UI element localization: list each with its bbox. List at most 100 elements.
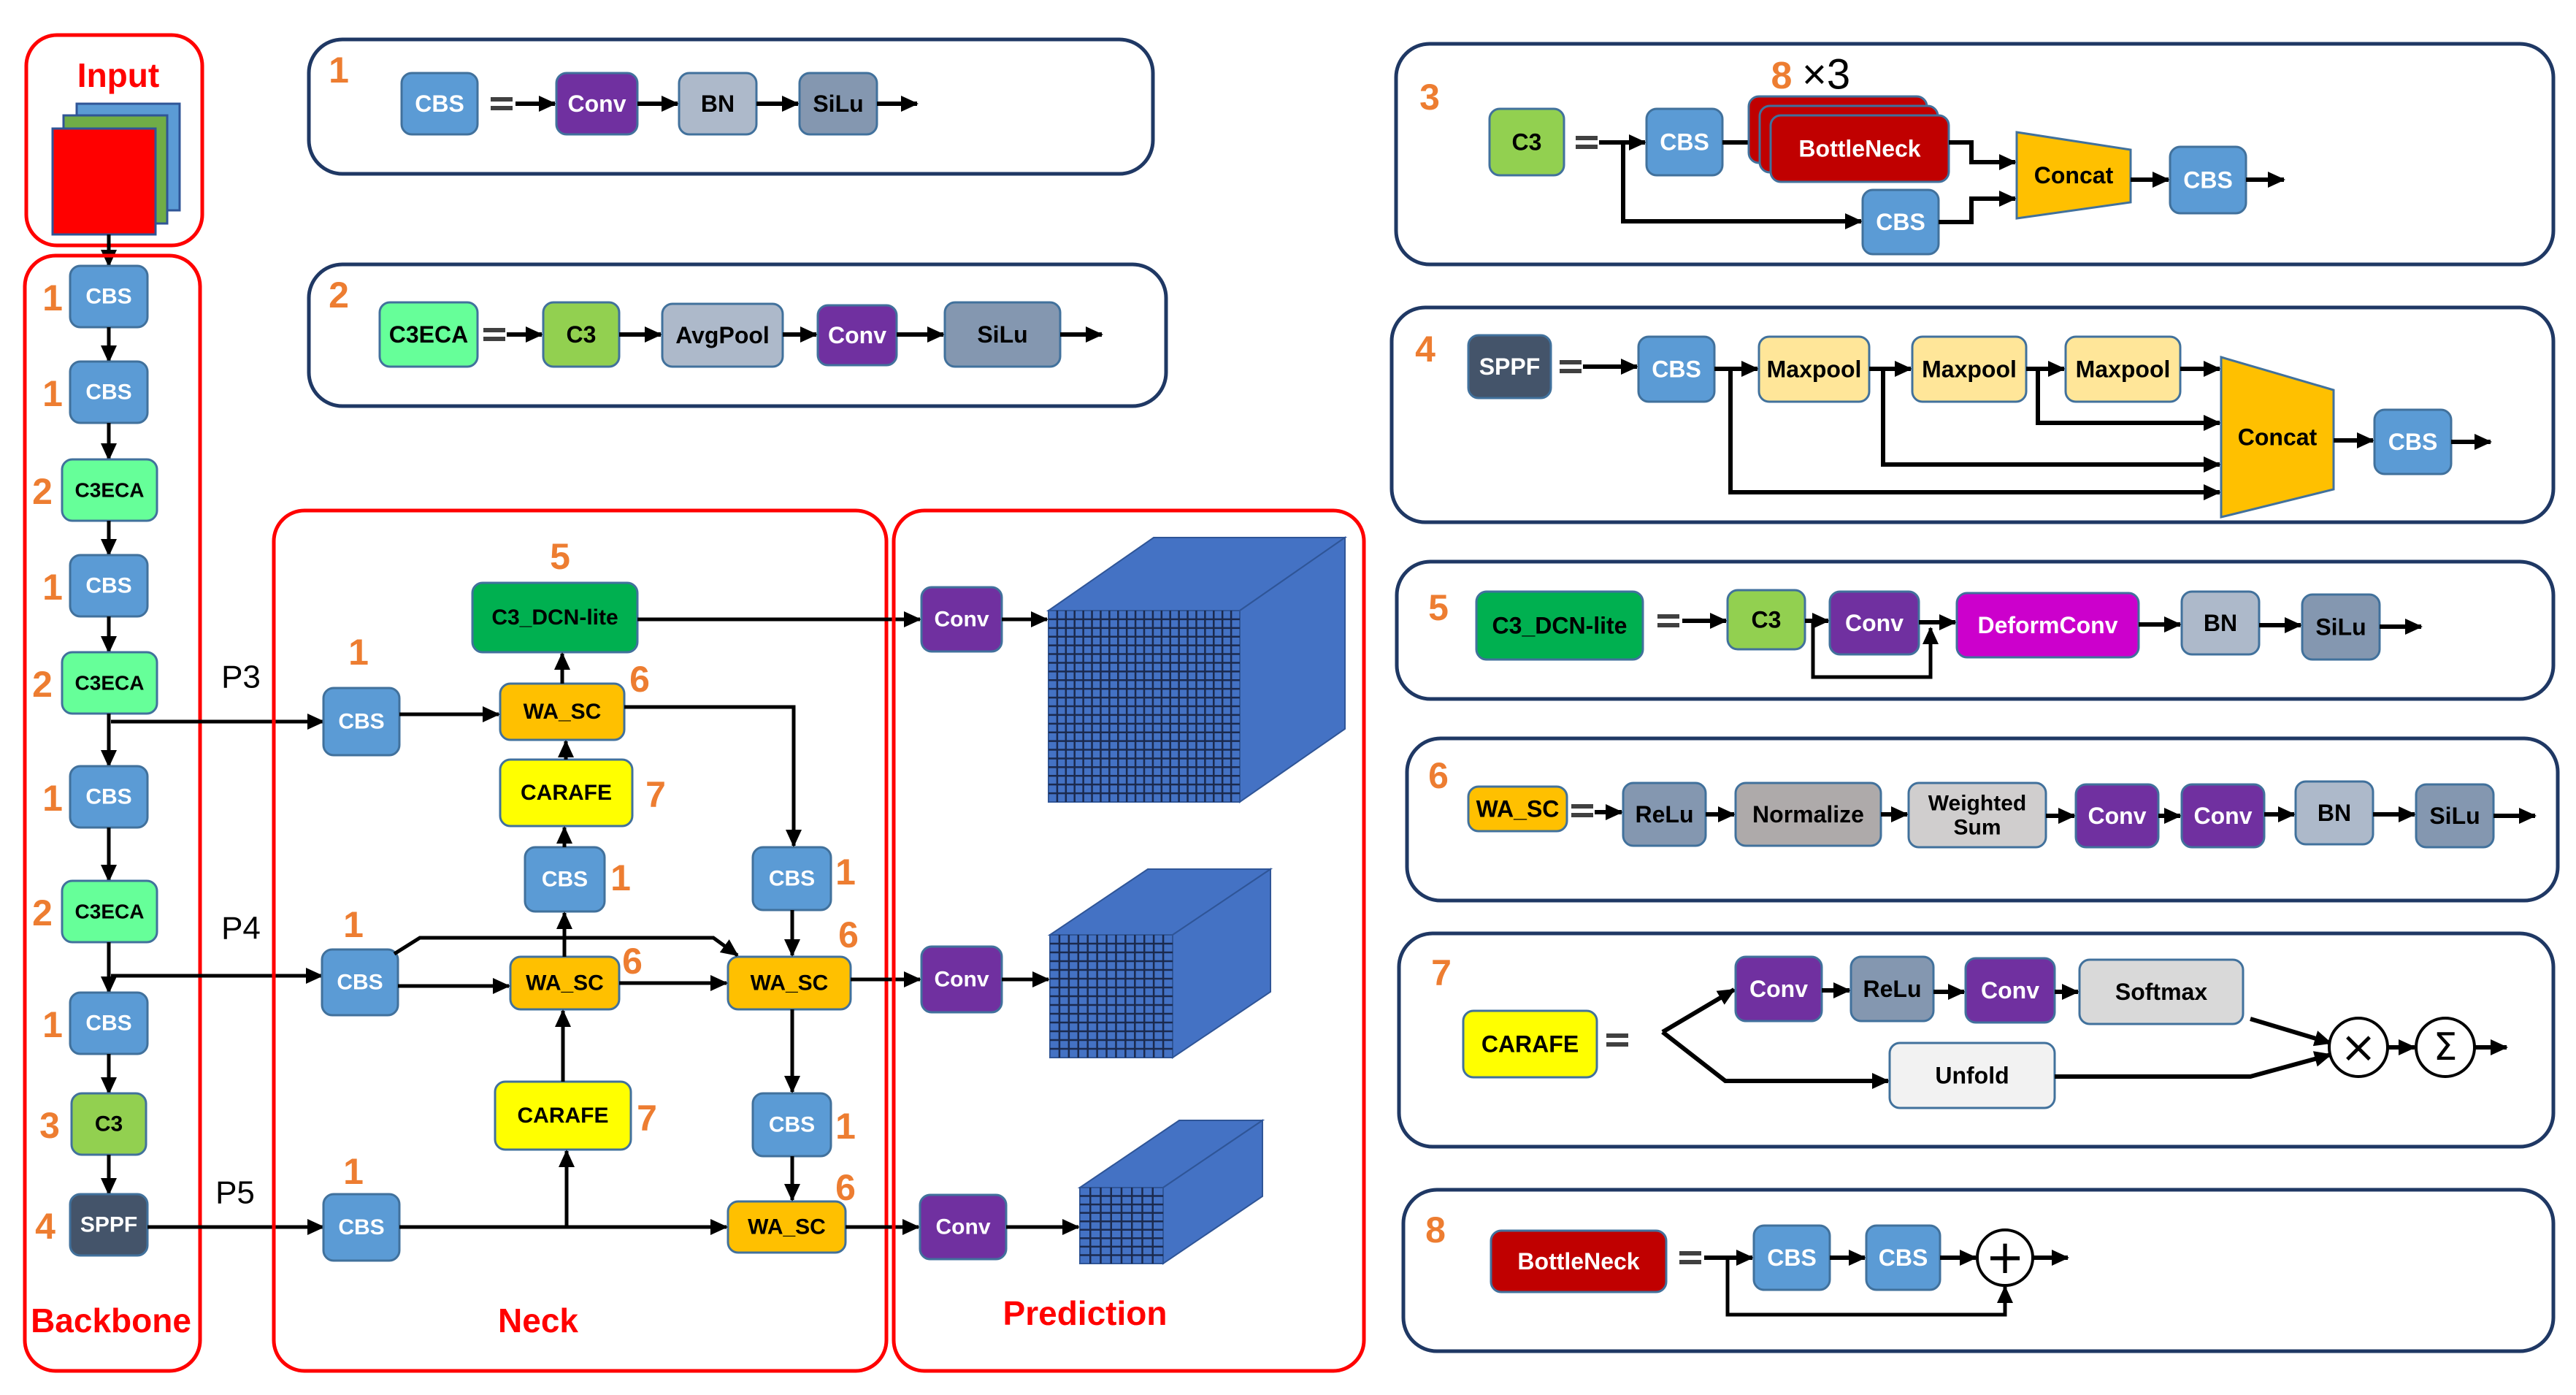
- module-c3-def-label: C3: [1512, 129, 1542, 156]
- module-carafe-def: CARAFE: [1462, 1009, 1598, 1079]
- module-c3dcn-conv: Conv: [1828, 590, 1920, 656]
- module-c3dcn-def: C3_DCN-lite: [1475, 590, 1644, 661]
- module-carafe-relu-body: [1849, 955, 1935, 1023]
- module-wasc-conv-2-label: Conv: [2194, 803, 2253, 829]
- module-c3-cbs-out-label: CBS: [2183, 167, 2233, 194]
- module-wasc-silu-label: SiLu: [2429, 803, 2480, 829]
- neck-wa-sc-mid-ref: 6: [622, 941, 643, 982]
- backbone-title: Backbone: [31, 1302, 191, 1339]
- neck-cbs-right-lower: CBS: [751, 1092, 832, 1158]
- module-c3dcn-bn: BN: [2180, 590, 2261, 656]
- neck-carafe-top-ref: 7: [645, 774, 666, 815]
- equals-bar: [1657, 614, 1679, 619]
- module-c3dcn-silu-label: SiLu: [2315, 614, 2366, 641]
- neck-carafe-top: CARAFE: [499, 758, 634, 828]
- module-carafe-conv-2: Conv: [1964, 957, 2056, 1024]
- neck-wa-sc-right-bottom: WA_SC: [727, 1200, 847, 1254]
- prediction-conv-1: Conv: [920, 586, 1003, 653]
- module-c3-bottleneck: BottleNeck: [1769, 114, 1950, 183]
- module-carafe-conv-1-label: Conv: [1749, 976, 1808, 1002]
- module-c3-cbs-in: CBS: [1645, 107, 1724, 177]
- module-c3eca-silu: SiLu: [943, 301, 1062, 368]
- module-carafe-def-body: [1462, 1009, 1598, 1079]
- equals-bar: [483, 328, 505, 332]
- backbone-layer-1: CBS: [69, 264, 149, 329]
- backbone-layer-7-label: C3ECA: [75, 901, 145, 923]
- backbone-layer-3-label: C3ECA: [75, 479, 145, 502]
- module-sppf-def-body: [1467, 334, 1552, 400]
- module-c3-bottleneck-stack: BottleNeck: [1747, 95, 1950, 183]
- module-sppf-concat-body: [2220, 355, 2335, 519]
- module-wasc-def: WA_SC: [1467, 785, 1568, 833]
- module-sppf-cbs-in-label: CBS: [1652, 356, 1701, 383]
- module-panel-carafe-frame: [1397, 931, 2556, 1149]
- equals-icon: [1606, 1033, 1628, 1047]
- module-carafe-unfold-label: Unfold: [1935, 1063, 2009, 1089]
- module-arrow: [1949, 140, 2017, 170]
- module-c3-repeat-count: ×3: [1802, 51, 1850, 99]
- module-bottleneck-cbs-1: CBS: [1752, 1224, 1831, 1291]
- feature-map-cube-2: [1047, 868, 1273, 1059]
- backbone-layer-8-label: CBS: [85, 1012, 131, 1036]
- neck-wa-sc-right-mid-label: WA_SC: [751, 971, 829, 995]
- module-sppf-maxpool-3: Maxpool: [2064, 335, 2182, 403]
- module-ref: 1: [329, 50, 349, 91]
- module-sppf-cbs-out-label: CBS: [2388, 429, 2438, 455]
- backbone-frame: [23, 253, 202, 1373]
- module-arrow: [1621, 142, 1863, 229]
- equals-icon: [483, 328, 505, 341]
- module-arrow: [2036, 369, 2221, 431]
- neck-cbs-p3-body: [322, 687, 401, 757]
- backbone-layer-8: CBS: [69, 991, 149, 1055]
- module-sppf-cbs-in: CBS: [1637, 335, 1716, 403]
- module-c3-cbs-skip-label: CBS: [1876, 209, 1925, 235]
- neck-cbs-p4: CBS: [321, 948, 399, 1017]
- neck-wa-sc-right-mid-body: [727, 955, 852, 1011]
- neck-cbs-mid: CBS: [524, 846, 606, 913]
- module-c3eca-conv: Conv: [816, 304, 898, 367]
- equals-bar: [1679, 1260, 1701, 1264]
- backbone-layer-10-body: [69, 1193, 149, 1257]
- module-c3eca-avgpool-label: AvgPool: [675, 322, 770, 348]
- neck-c3-dcn-lite-ref: 5: [550, 536, 570, 577]
- module-c3eca-def-body: [378, 301, 479, 368]
- backbone-layer-ref: 1: [42, 1004, 63, 1045]
- neck-cbs-right-upper: CBS: [751, 846, 832, 911]
- neck-carafe-bottom-ref: 7: [637, 1098, 657, 1139]
- module-sppf-def: SPPF: [1467, 334, 1552, 400]
- neck-cbs-p5-ref: 1: [343, 1151, 364, 1192]
- neck-cbs-p3-label: CBS: [338, 710, 384, 734]
- backbone-layer-ref: 1: [42, 567, 63, 608]
- equals-bar: [1571, 804, 1593, 809]
- neck-carafe-top-label: CARAFE: [521, 781, 612, 805]
- equals-bar: [491, 97, 513, 102]
- backbone-layer-5: C3ECA: [61, 651, 158, 715]
- backbone-layer-7: C3ECA: [61, 879, 158, 944]
- module-sppf-maxpool-2-label: Maxpool: [1922, 356, 2017, 383]
- module-cbs-silu-label: SiLu: [813, 91, 863, 117]
- backbone-layer-ref: 4: [35, 1206, 55, 1247]
- neck-c3-dcn-lite: C3_DCN-lite: [471, 581, 639, 654]
- equals-bar: [1576, 136, 1598, 140]
- module-c3-def-body: [1488, 107, 1565, 177]
- module-carafe-softmax: Softmax: [2078, 958, 2245, 1025]
- feature-label-p4: P4: [221, 911, 261, 947]
- module-c3-bottleneck-body: [1769, 114, 1950, 183]
- module-wasc-relu-label: ReLu: [1636, 801, 1694, 828]
- module-wasc-weighted-sum-label-line: Weighted: [1928, 791, 2026, 815]
- module-sppf-cbs-out: CBS: [2373, 408, 2453, 475]
- equals-icon: [491, 97, 513, 110]
- neck-cbs-right-upper-label: CBS: [769, 867, 815, 891]
- channel-red: [51, 127, 157, 236]
- input-frame: [24, 33, 204, 248]
- backbone-layer-ref: 1: [42, 278, 63, 318]
- multiply-icon-symbol: ×: [2340, 1022, 2377, 1073]
- module-cbs-conv-label: Conv: [568, 91, 626, 117]
- module-c3dcn-silu: SiLu: [2301, 593, 2381, 661]
- module-arrow: [2250, 1017, 2332, 1047]
- module-sppf-concat: Concat: [2220, 355, 2335, 519]
